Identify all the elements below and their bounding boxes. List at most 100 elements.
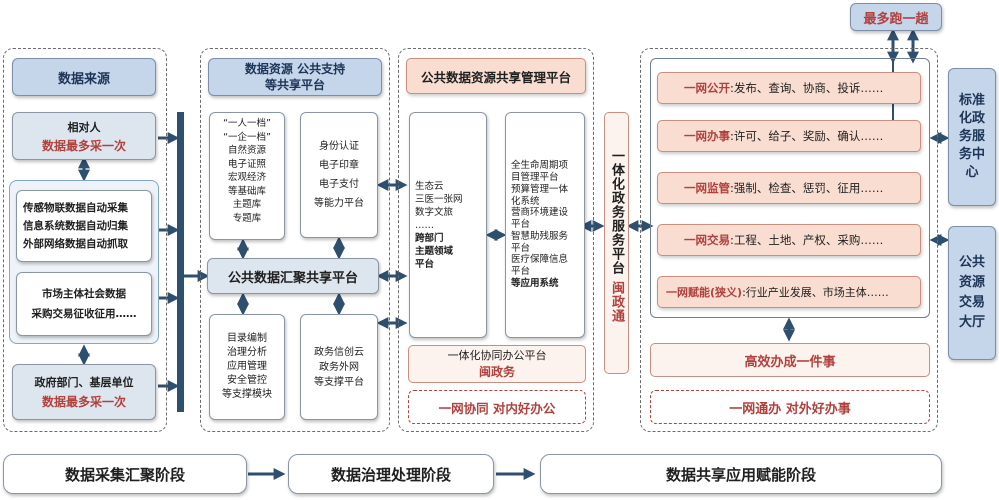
data-source-header-label: 数据来源 (57, 71, 110, 87)
app-system-item-7: 智慧助残服务 (511, 230, 569, 242)
database-item-7: 主题库 (232, 199, 262, 210)
row-supervision-key: 一网监管 (684, 181, 730, 195)
management-platform-header: 公共数据资源共享管理平台 (406, 58, 586, 94)
application-system-box: 全生命周期项 目管理平台 预算管理一体 化系统 营商环境建设 平台 智慧助残服务… (505, 112, 585, 338)
row-open-rest: :发布、查询、协商、投诉…… (730, 81, 884, 95)
database-item-6: 等基础库 (227, 185, 266, 197)
capability-item-2: 电子印章 (319, 160, 359, 171)
app-system-item-8: 平台 (511, 242, 531, 254)
stage-collection-label: 数据采集汇聚阶段 (64, 465, 185, 484)
efficient-service-label: 高效办成一件事 (744, 354, 836, 370)
row-supervision-rest: :强制、检查、惩罚、征用…… (730, 181, 884, 195)
external-service-box: 一网通办 对外好办事 (650, 390, 930, 424)
support-platform-1: 政务信创云 (314, 346, 364, 358)
database-item-5: 宏观经济 (227, 172, 266, 183)
cross-department-box: 生态云 三医一张网 数字文旅 …… 跨部门 主题领域 平台 (409, 112, 487, 338)
database-item-2: “一企一档” (223, 131, 271, 143)
database-item-4: 电子证照 (227, 158, 266, 170)
capability-item-4: 等能力平台 (314, 198, 364, 209)
row-empower: 一网赋能(狭义):行业产业发展、市场主体…… (657, 276, 921, 308)
support-module-5: 等支撑模块 (222, 389, 272, 400)
government-box: 政府部门、基层单位 数据最多采一次 (12, 364, 156, 420)
vertical-service-platform-line2: 闽政通 (609, 281, 624, 323)
external-service-label: 一网通办 对外好办事 (729, 401, 851, 417)
shared-platform-header: 数据资源 公共支持 等共享平台 (208, 58, 382, 96)
support-platform-3: 等支撑平台 (314, 376, 364, 388)
support-module-1: 目录编制 (227, 333, 267, 344)
subject-box: 相对人 数据最多采一次 (12, 112, 156, 160)
market-data-line2: 采购交易征收征用…… (31, 308, 137, 320)
auto-collect-line1: 传感物联数据自动采集 (23, 202, 128, 214)
service-center-line1: 标准 (958, 93, 985, 108)
cross-dept-item-2: 三医一张网 (415, 193, 463, 205)
office-platform-line1: 一体化协同办公平台 (447, 349, 547, 362)
auto-collect-line3: 外部网络数据自动抓取 (23, 238, 128, 250)
app-system-item-5: 营商环境建设 (511, 207, 569, 219)
management-platform-header-label: 公共数据资源共享管理平台 (420, 69, 571, 85)
row-open-key: 一网公开 (684, 81, 730, 95)
cross-dept-item-3: 数字文旅 (415, 206, 454, 218)
market-data-box: 市场主体社会数据 采购交易征收征用…… (16, 272, 152, 336)
trading-hall-line1: 公共 (958, 255, 985, 270)
vertical-service-platform: 一体化政务服务平台 闽政通 (604, 112, 629, 374)
column-data-source (3, 48, 167, 432)
trading-hall-line3: 交易 (958, 295, 985, 310)
stage-governance-label: 数据治理处理阶段 (330, 465, 451, 484)
row-service: 一网办事:许可、给子、奖励、确认…… (657, 120, 921, 152)
support-platform-box: 政务信创云 政务外网 等支撑平台 (300, 314, 378, 420)
column-shared-platform (200, 48, 390, 432)
support-module-4: 安全管控 (227, 375, 267, 386)
internal-office-label: 一网协同 对内好办公 (438, 400, 556, 416)
trading-hall-line4: 大厅 (958, 315, 985, 330)
office-platform-line2: 闽政务 (478, 365, 515, 379)
capability-box: 身份认证 电子印章 电子支付 等能力平台 (300, 112, 378, 238)
app-system-item-6: 平台 (511, 219, 531, 231)
column-management-platform (398, 48, 594, 432)
office-platform-box: 一体化协同办公平台 闽政务 (408, 345, 586, 383)
row-empower-rest: :行业产业发展、市场主体…… (742, 286, 889, 299)
shared-platform-header-line2: 等共享平台 (264, 78, 325, 92)
cross-dept-item-4: …… (415, 219, 434, 231)
app-system-item-3: 预算管理一体 (511, 183, 569, 195)
stage-governance: 数据治理处理阶段 (288, 454, 494, 494)
government-service-center-box: 标准 化政 务服 务中 心 (948, 68, 996, 206)
public-resource-trading-box: 公共 资源 交易 大厅 (948, 226, 996, 360)
row-trade-rest: :工程、土地、产权、采购…… (730, 233, 884, 247)
stage-collection: 数据采集汇聚阶段 (3, 454, 247, 494)
subject-box-line2: 数据最多采一次 (41, 138, 126, 153)
capability-item-1: 身份认证 (319, 141, 359, 152)
aggregation-platform-box: 公共数据汇聚共享平台 (207, 258, 379, 294)
top-badge: 最多跑一趟 (850, 3, 942, 31)
auto-collect-line2: 信息系统数据自动归集 (23, 220, 128, 232)
row-service-rest: :许可、给子、奖励、确认…… (730, 129, 884, 143)
subject-box-line1: 相对人 (67, 120, 101, 134)
cross-dept-item-6: 主题领域 (415, 245, 454, 257)
row-supervision: 一网监管:强制、检查、惩罚、征用…… (657, 172, 921, 204)
app-system-item-10: 平台 (511, 266, 531, 278)
trading-hall-line2: 资源 (958, 275, 985, 290)
app-system-item-4: 化系统 (511, 195, 540, 207)
row-open: 一网公开:发布、查询、协商、投诉…… (657, 72, 921, 104)
database-item-1: “一人一档” (223, 118, 271, 129)
support-module-box: 目录编制 治理分析 应用管理 安全管控 等支撑模块 (209, 314, 285, 420)
government-box-line2: 数据最多采一次 (41, 395, 126, 409)
app-system-item-1: 全生命周期项 (511, 160, 569, 172)
stage-application: 数据共享应用赋能阶段 (540, 454, 942, 494)
service-center-line2: 化政 (958, 111, 985, 126)
column-service-applications (640, 48, 938, 432)
vertical-service-platform-line1: 一体化政务服务平台 (609, 149, 624, 275)
row-service-key: 一网办事 (684, 129, 730, 143)
row-trade: 一网交易:工程、土地、产权、采购…… (657, 224, 921, 256)
five-networks-group (650, 58, 930, 318)
internal-office-box: 一网协同 对内好办公 (408, 390, 586, 424)
efficient-service-box: 高效办成一件事 (650, 343, 930, 377)
database-item-3: 自然资源 (227, 145, 266, 156)
app-system-item-9: 医疗保障信息 (511, 254, 569, 266)
cross-dept-item-1: 生态云 (415, 180, 444, 192)
service-center-line5: 心 (965, 165, 979, 180)
support-platform-2: 政务外网 (319, 361, 359, 373)
aggregation-platform-label: 公共数据汇聚共享平台 (227, 270, 358, 286)
data-source-header: 数据来源 (12, 58, 156, 96)
cross-dept-item-5: 跨部门 (415, 232, 444, 244)
row-trade-key: 一网交易 (684, 233, 730, 247)
